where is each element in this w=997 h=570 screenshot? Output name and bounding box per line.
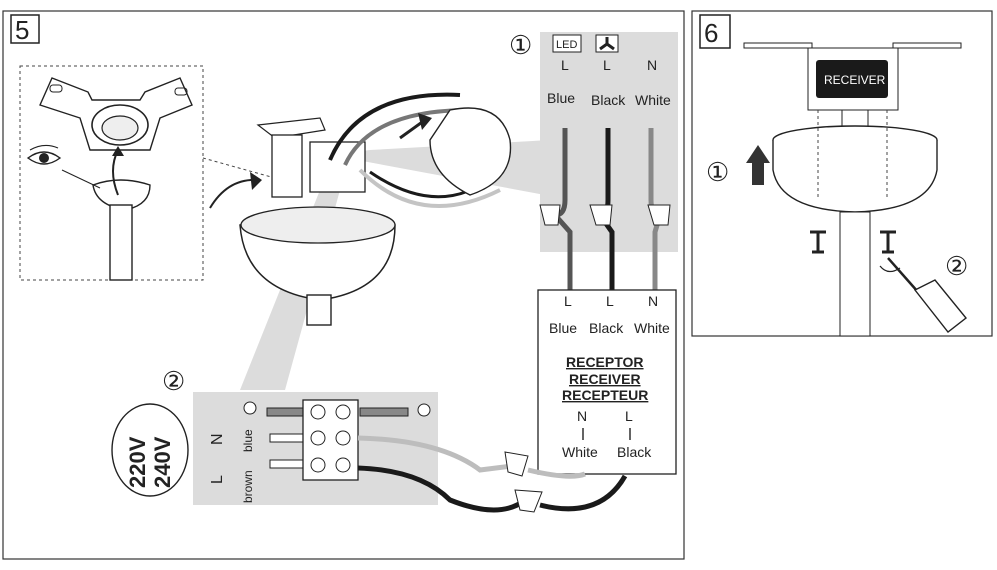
receiver-terminal-3: N <box>648 293 658 309</box>
callout-1-number: ① <box>509 30 532 60</box>
receiver-title-1: RECEPTOR <box>566 354 644 370</box>
receiver-box <box>537 289 677 475</box>
eye-icon <box>26 144 62 165</box>
led-badge-frame <box>552 34 582 53</box>
receiver-terminal-1: L <box>564 293 572 309</box>
up-arrow-icon <box>746 145 770 185</box>
receiver-title-3: RECEPTEUR <box>562 387 648 403</box>
voltage-oval <box>111 403 189 497</box>
callout-2-number: ② <box>162 366 185 396</box>
receiver-color-2: Black <box>589 320 624 336</box>
step-6-instruction-2: ② <box>945 251 968 281</box>
step-6-instruction-1: ① <box>706 157 729 187</box>
receiver-color-3: White <box>634 320 670 336</box>
receiver-unit-label: RECEIVER <box>824 73 886 87</box>
receiver-title-2: RECEIVER <box>569 371 641 387</box>
callout-1-terminal-3: N <box>647 57 657 73</box>
mains-wire-blue: blue <box>241 429 255 452</box>
receiver-unit <box>816 60 888 98</box>
receiver-terminal-2: L <box>606 293 614 309</box>
led-badge: LED <box>556 39 577 51</box>
terminal-block <box>243 399 628 513</box>
callout-1-color-1: Blue <box>547 90 575 106</box>
voltage-line-2: 240V <box>150 436 175 488</box>
voltage-line-1: 220V <box>125 436 150 488</box>
receiver-color-1: Blue <box>549 320 577 336</box>
receiver-input-1: N <box>577 408 587 424</box>
callout-1-color-2: Black <box>591 92 626 108</box>
receiver-input-1-color: White <box>562 444 598 460</box>
bracket-detail-inset <box>19 65 204 281</box>
callout-1-color-3: White <box>635 92 671 108</box>
step-6-number: 6 <box>704 18 718 48</box>
step-5-badge <box>10 14 40 44</box>
receiver-input-2: L <box>625 408 633 424</box>
fan-icon <box>595 34 619 53</box>
canopy-step-6 <box>772 109 938 337</box>
callout-1-wires <box>539 128 671 290</box>
mains-letter-N: N <box>209 433 226 445</box>
callout-1-terminal-1: L <box>561 57 569 73</box>
mains-letter-L: L <box>209 475 226 484</box>
step-5-number: 5 <box>15 15 29 45</box>
receiver-input-2-color: Black <box>617 444 652 460</box>
fan-canopy-assembly <box>209 92 512 326</box>
step-6-badge <box>699 14 731 49</box>
callout-1-terminal-2: L <box>603 57 611 73</box>
mains-wire-brown: brown <box>241 470 255 503</box>
screwdriver-icon <box>879 257 967 333</box>
